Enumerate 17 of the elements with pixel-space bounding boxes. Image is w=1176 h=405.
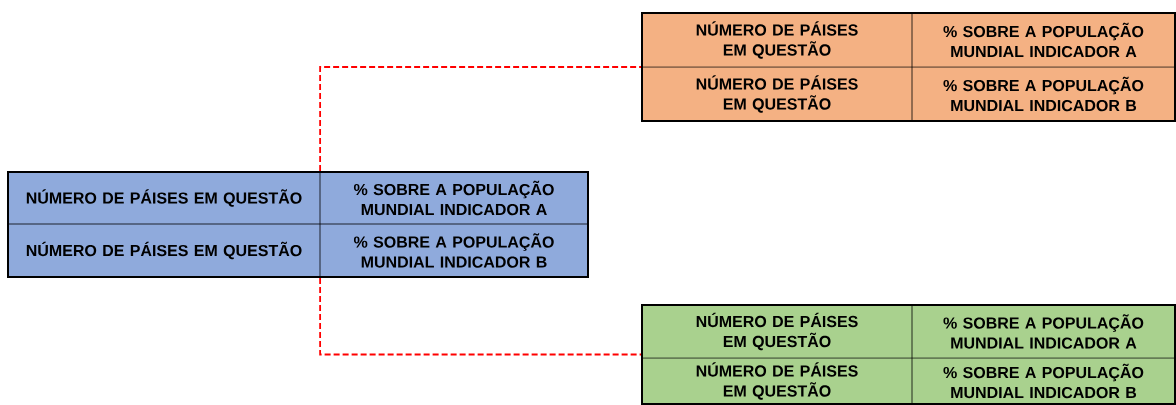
table [641, 12, 1176, 122]
table-cell: NÚMERO DE PÁISES EM QUESTÃO [696, 312, 858, 351]
table [641, 304, 1176, 405]
table-cell: % SOBRE A POPULAÇÃO MUNDIAL INDICADOR A [353, 180, 554, 216]
table-cell: % SOBRE A POPULAÇÃO MUNDIAL INDICADOR A [943, 314, 1144, 349]
table-cell: % SOBRE A POPULAÇÃO MUNDIAL INDICADOR B [353, 233, 554, 268]
connector-line [319, 277, 642, 356]
connector-line [319, 66, 642, 172]
table [7, 171, 589, 278]
table-cell: NÚMERO DE PÁISES EM QUESTÃO [696, 75, 858, 113]
table-cell: NÚMERO DE PÁISES EM QUESTÃO [696, 21, 858, 59]
table-cell: NÚMERO DE PÁISES EM QUESTÃO [26, 241, 302, 260]
table-cell: NÚMERO DE PÁISES EM QUESTÃO [696, 362, 858, 400]
table-cell: % SOBRE A POPULAÇÃO MUNDIAL INDICADOR A [943, 22, 1144, 58]
table-cell: % SOBRE A POPULAÇÃO MUNDIAL INDICADOR B [943, 363, 1144, 399]
table-cell: % SOBRE A POPULAÇÃO MUNDIAL INDICADOR B [943, 76, 1144, 112]
table-cell: NÚMERO DE PÁISES EM QUESTÃO [26, 189, 302, 207]
